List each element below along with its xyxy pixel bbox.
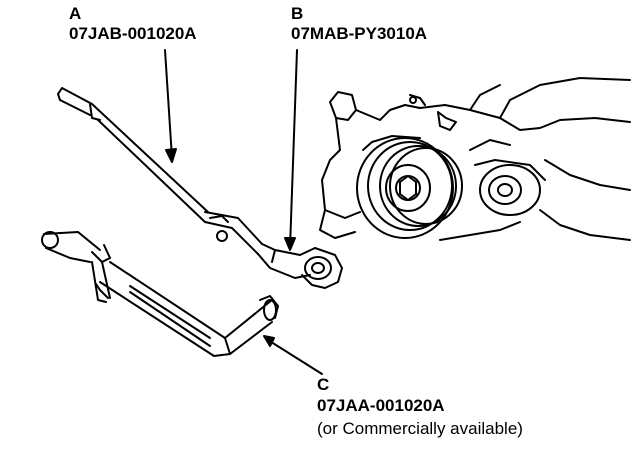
breaker-bar-tool-icon [57, 87, 263, 255]
callout-a-letter: A [69, 4, 82, 23]
callout-b-part-number: 07MAB-PY3010A [291, 24, 428, 43]
crankshaft-pulley-icon [356, 135, 463, 239]
leader-arrow-a [164, 49, 177, 163]
callout-a-part-number: 07JAB-001020A [69, 24, 197, 43]
callout-c-note: (or Commercially available) [317, 419, 523, 438]
handle-tool-icon [41, 231, 279, 357]
callout-b-letter: B [291, 4, 304, 23]
pulley-holder-attachment-icon [257, 243, 343, 289]
engine-block-icon [319, 77, 631, 241]
callout-c-part-number: 07JAA-001020A [317, 396, 445, 415]
callout-c-letter: C [317, 375, 330, 394]
leader-arrow-c [263, 335, 323, 375]
leader-arrow-b [284, 49, 298, 251]
